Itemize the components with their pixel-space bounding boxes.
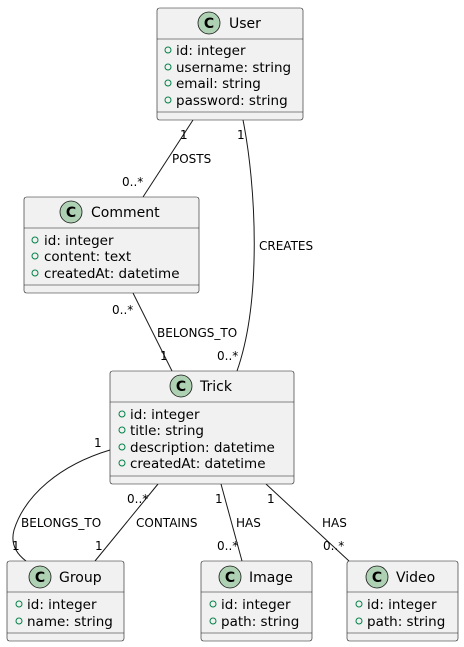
multiplicity-has-video-to: 0..*: [323, 539, 344, 553]
public-visibility-icon: [355, 617, 363, 625]
class-badge-icon: [365, 565, 389, 589]
attribute: path: string: [367, 614, 445, 630]
edge-belongs-to-group: [12, 449, 111, 562]
relation-label-belongs-to-trick: BELONGS_TO: [157, 326, 237, 340]
edge-creates: [236, 119, 255, 372]
public-visibility-icon: [118, 426, 126, 434]
attribute-list: id: integer content: text createdAt: dat…: [31, 233, 180, 282]
attribute: description: datetime: [130, 440, 275, 456]
attribute: id: integer: [367, 597, 437, 613]
attribute: name: string: [27, 614, 113, 630]
multiplicity-belongs-to-trick-from: 0..*: [112, 303, 133, 317]
public-visibility-icon: [31, 236, 39, 244]
relations: [12, 119, 350, 562]
class-badge-icon: [218, 565, 242, 589]
class-badge-letter: C: [35, 570, 45, 586]
public-visibility-icon: [118, 443, 126, 451]
multiplicity-contains-from: 0..*: [127, 492, 148, 506]
public-visibility-icon: [118, 459, 126, 467]
attribute: id: integer: [44, 233, 114, 249]
relation-label-contains: CONTAINS: [136, 516, 198, 530]
relation-label-creates: CREATES: [259, 239, 313, 253]
attribute: title: string: [130, 423, 204, 439]
edge-posts: [142, 119, 194, 198]
class-name: Video: [396, 570, 435, 586]
class-name: Comment: [91, 205, 160, 221]
public-visibility-icon: [164, 96, 172, 104]
attribute: createdAt: datetime: [130, 456, 266, 472]
public-visibility-icon: [31, 269, 39, 277]
attribute: username: string: [176, 60, 291, 76]
public-visibility-icon: [209, 600, 217, 608]
class-badge-icon: [28, 565, 52, 589]
multiplicity-posts-from: 1: [180, 128, 188, 142]
multiplicity-creates-from: 1: [237, 128, 245, 142]
attribute: content: text: [44, 249, 131, 265]
attribute: id: integer: [130, 407, 200, 423]
attribute: path: string: [221, 614, 299, 630]
public-visibility-icon: [164, 63, 172, 71]
attribute: password: string: [176, 93, 288, 109]
class-badge-letter: C: [66, 205, 76, 221]
edge-has-image: [220, 483, 243, 562]
class-badge-icon: [59, 200, 83, 224]
public-visibility-icon: [31, 252, 39, 260]
multiplicity-contains-to: 1: [95, 539, 103, 553]
multiplicity-belongs-to-group-to: 1: [12, 539, 20, 553]
attribute: id: integer: [176, 43, 246, 59]
multiplicity-has-image-from: 1: [215, 492, 223, 506]
multiplicity-has-video-from: 1: [267, 492, 275, 506]
class-image[interactable]: C Image id: integer path: string: [200, 560, 313, 642]
attribute: id: integer: [27, 597, 97, 613]
multiplicity-belongs-to-trick-to: 1: [160, 349, 168, 363]
class-comment[interactable]: C Comment id: integer content: text crea…: [23, 196, 200, 294]
public-visibility-icon: [118, 410, 126, 418]
class-badge-letter: C: [176, 379, 186, 395]
class-badge-letter: C: [225, 570, 235, 586]
relation-label-has-video: HAS: [322, 516, 347, 530]
public-visibility-icon: [164, 46, 172, 54]
class-user[interactable]: C User id: integer username: string emai…: [156, 7, 304, 121]
attribute-list: id: integer path: string: [209, 597, 299, 630]
attribute-list: id: integer path: string: [355, 597, 445, 630]
multiplicity-creates-to: 0..*: [217, 349, 238, 363]
class-group[interactable]: C Group id: integer name: string: [6, 560, 125, 642]
multiplicity-belongs-to-group-from: 1: [94, 436, 102, 450]
class-name: User: [229, 16, 261, 32]
class-name: Trick: [199, 379, 233, 395]
attribute-list: id: integer title: string description: d…: [118, 407, 275, 472]
class-badge-icon: [197, 11, 221, 35]
public-visibility-icon: [15, 617, 23, 625]
class-name: Group: [59, 570, 102, 586]
class-video[interactable]: C Video id: integer path: string: [346, 560, 459, 642]
public-visibility-icon: [209, 617, 217, 625]
edge-contains: [94, 483, 159, 562]
class-badge-letter: C: [204, 16, 214, 32]
public-visibility-icon: [355, 600, 363, 608]
class-badge-letter: C: [372, 570, 382, 586]
relation-label-has-image: HAS: [236, 516, 261, 530]
relation-label-belongs-to-group: BELONGS_TO: [21, 516, 101, 530]
attribute: id: integer: [221, 597, 291, 613]
attribute: email: string: [176, 76, 261, 92]
multiplicity-has-image-to: 0..*: [217, 539, 238, 553]
multiplicity-posts-to: 0..*: [122, 175, 143, 189]
public-visibility-icon: [164, 79, 172, 87]
attribute: createdAt: datetime: [44, 266, 180, 282]
class-trick[interactable]: C Trick id: integer title: string descri…: [109, 370, 295, 485]
attribute-list: id: integer username: string email: stri…: [164, 43, 291, 109]
edge-has-video: [265, 483, 350, 562]
class-name: Image: [249, 570, 293, 586]
edge-belongs-to-trick: [132, 292, 173, 372]
public-visibility-icon: [15, 600, 23, 608]
class-badge-icon: [169, 374, 193, 398]
relation-label-posts: POSTS: [172, 152, 211, 166]
attribute-list: id: integer name: string: [15, 597, 113, 630]
